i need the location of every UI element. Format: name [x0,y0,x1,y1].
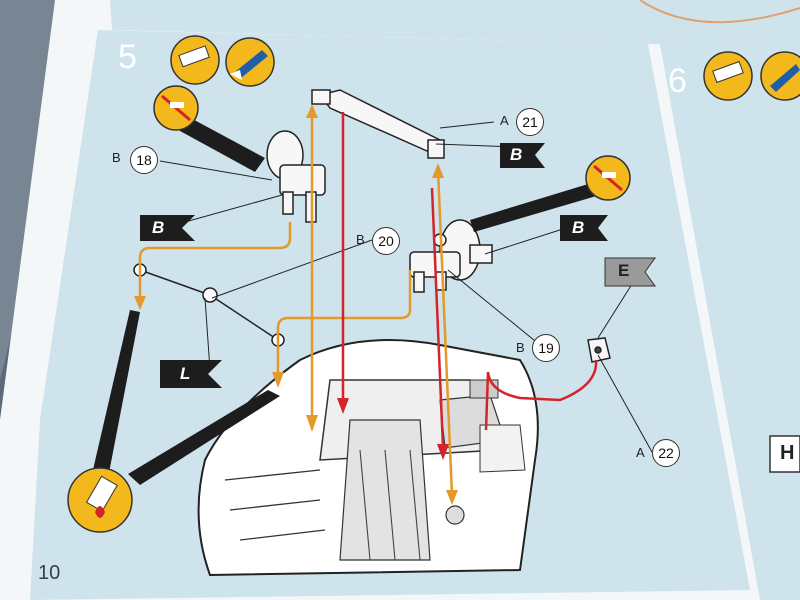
flag-e-shape [604,257,656,287]
red-arrowheads [337,398,449,460]
part-a22-drawing [587,337,611,363]
control-rod-a21 [311,89,445,159]
flag-b-right: B [572,218,585,237]
flag-l: L [180,364,191,383]
paint-brush-icon [760,51,800,101]
prev-step-curve [639,0,800,24]
glue-callouts [92,108,610,485]
step-number-5: 5 [118,38,137,76]
part-b19-number: 19 [532,334,560,362]
flag-b-top: B [510,145,523,164]
part-b19-letter: B [516,340,525,355]
glue-tube-icon [170,35,220,85]
red-arrows [341,112,598,449]
part-a22-letter: A [636,445,645,460]
plastic-wrap [0,0,60,380]
glue-tube-icon [703,51,753,101]
step-h-letter: H [780,442,795,464]
step-6-panel [660,44,800,600]
part-b19-drawing [409,219,493,293]
liquid-glue-icon [67,467,133,533]
part-b20-number: 20 [372,227,400,255]
flag-b-left: B [152,218,165,237]
flag-l-shape [160,360,222,388]
flag-b-top-shape [500,143,545,168]
page-number: 10 [38,562,61,584]
flag-e: E [618,261,630,280]
orange-arrowheads [134,104,458,505]
no-glue-icon [585,155,631,201]
step-number-6: 6 [668,62,687,100]
part-b20-letter: B [356,232,365,247]
flag-b-left-shape [140,215,195,241]
part-b18-number: 18 [130,146,158,174]
prev-step-panel [110,0,800,48]
part-a21-letter: A [500,113,509,128]
part-a21-number: 21 [516,108,544,136]
no-glue-icon [153,85,199,131]
flag-h-shape [769,435,800,473]
part-a22-number: 22 [652,439,680,467]
leader-lines [159,121,653,453]
part-b18-letter: B [112,150,121,165]
flag-b-right-shape [560,215,608,241]
paint-brush-icon [225,37,275,87]
